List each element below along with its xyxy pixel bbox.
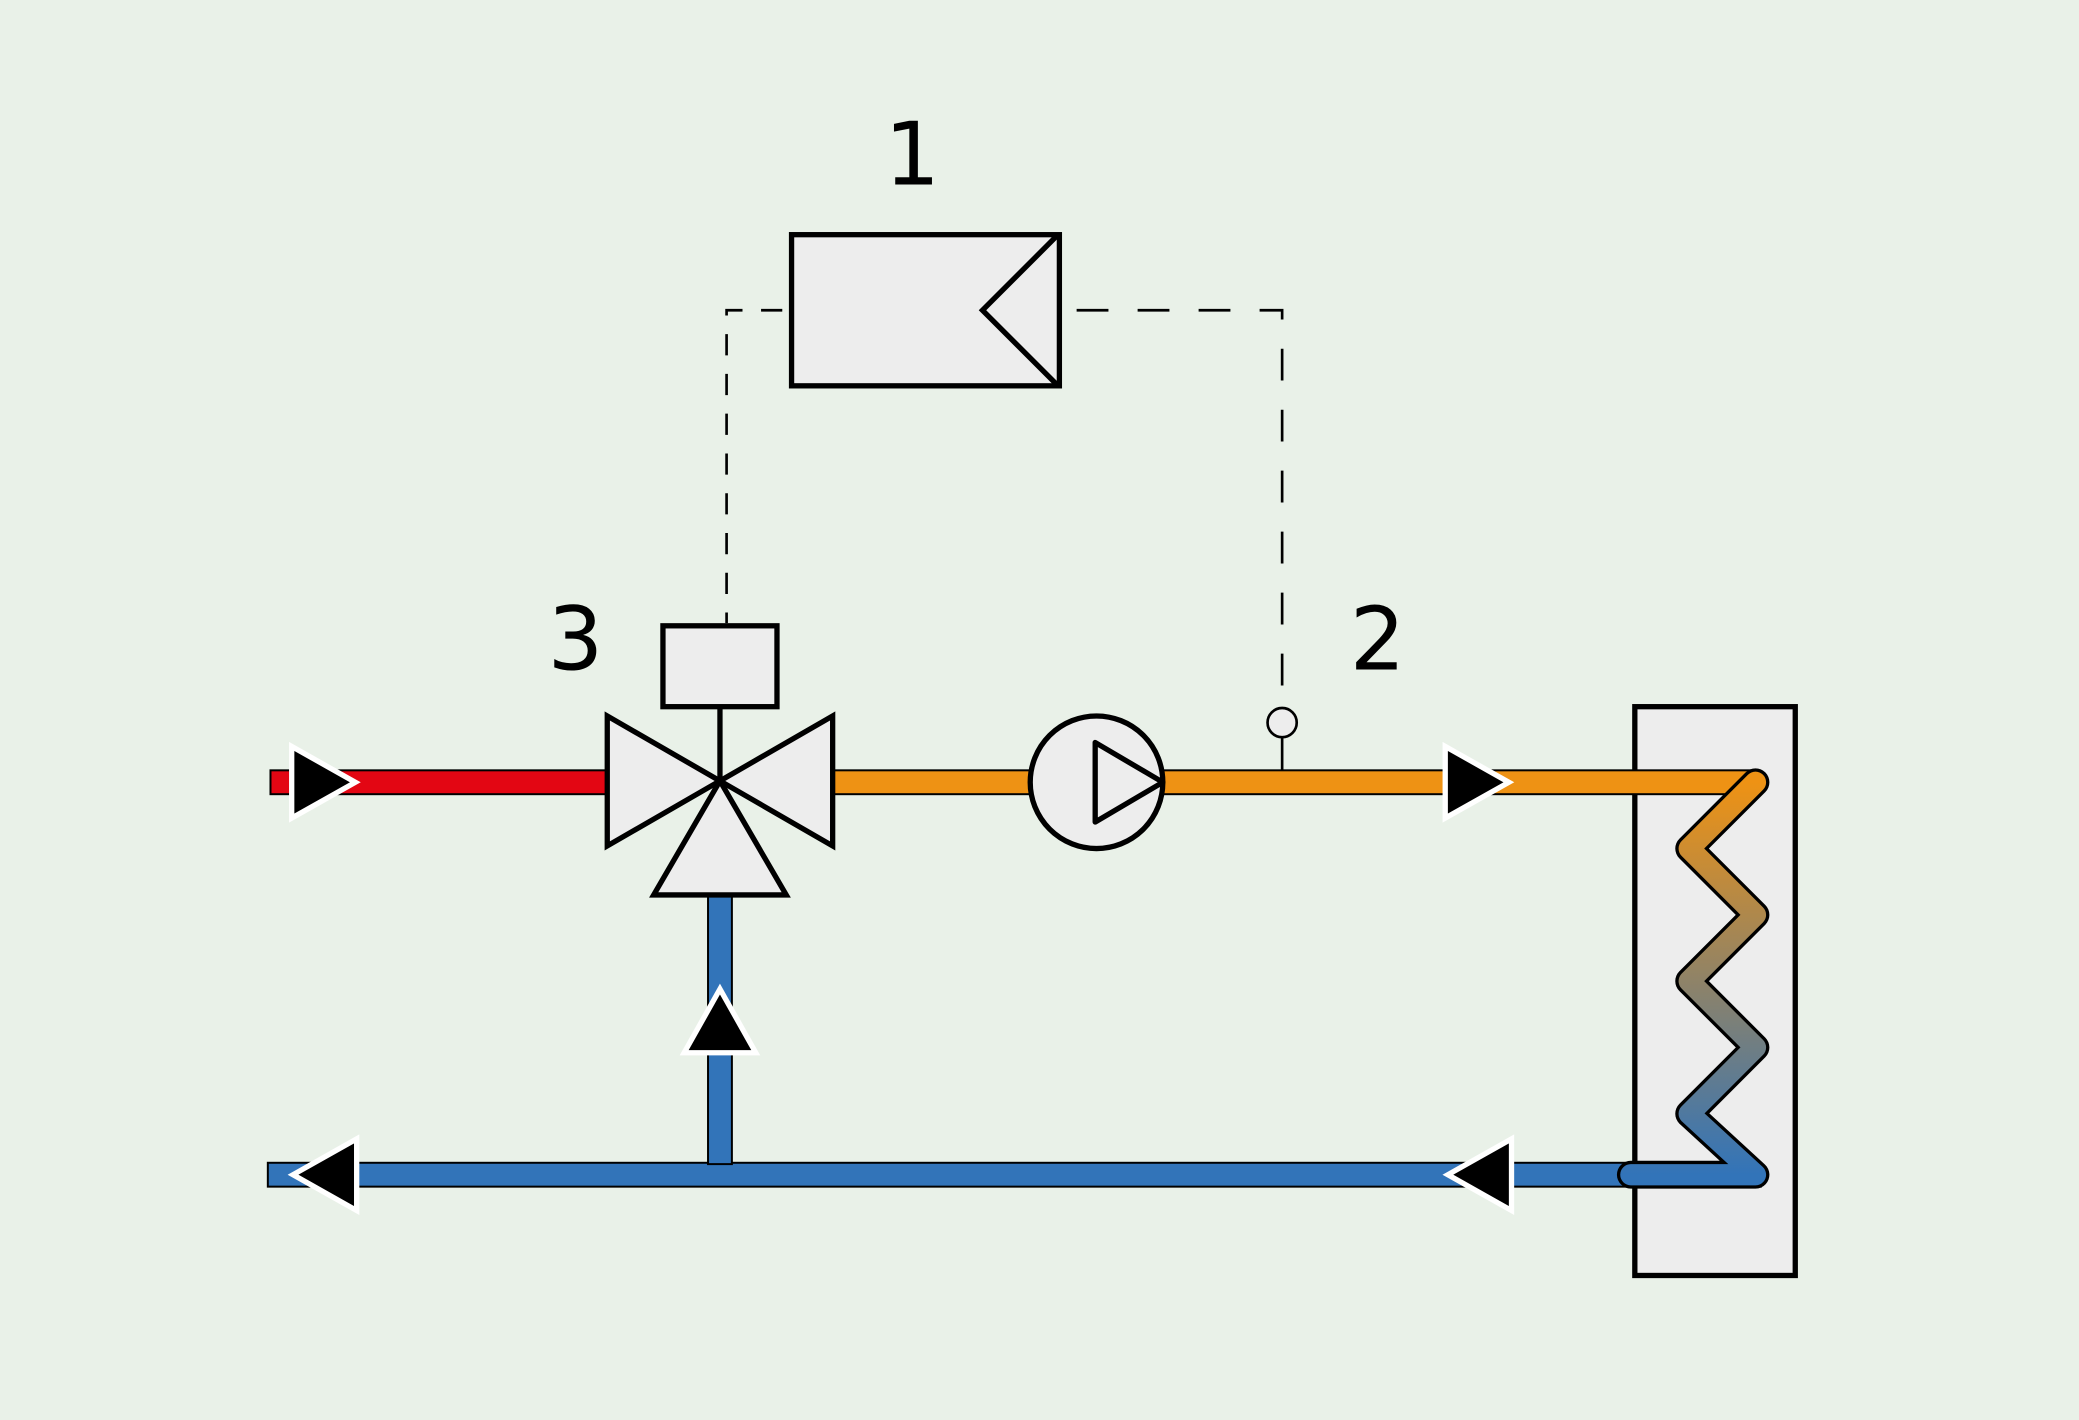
flow-arrow-return-inlet <box>1442 1134 1515 1216</box>
pump-impeller-triangle <box>1092 739 1166 825</box>
label-controller: 1 <box>884 103 940 205</box>
controller-box-icon <box>788 232 1063 389</box>
valve-port-bottom <box>649 775 791 898</box>
flow-arrow-hot-supply <box>289 741 361 823</box>
circulation-pump-icon <box>1027 713 1166 852</box>
three-way-valve-icon <box>604 711 836 898</box>
valve-actuator-icon <box>660 623 780 781</box>
heat-exchanger-coil <box>1620 771 1767 1186</box>
temperature-sensor-icon <box>1266 706 1299 771</box>
mixed-flow-pipe <box>829 769 1760 796</box>
valve-port-left <box>604 711 726 851</box>
flow-direction-arrow-icon <box>287 741 1515 1216</box>
actuator-box <box>660 623 780 710</box>
return-pipe-main <box>266 1161 1762 1188</box>
valve-port-right <box>714 711 836 851</box>
controller-box <box>788 232 1063 389</box>
label-sensor: 2 <box>1350 589 1406 691</box>
label-mixing-valve: 3 <box>548 589 604 691</box>
sensor-head <box>1266 706 1299 739</box>
control-signal-line-sensor <box>1076 308 1284 709</box>
control-signal-line-valve <box>725 308 783 624</box>
flow-arrow-bypass <box>679 983 761 1056</box>
flow-arrow-mixed-flow <box>1442 741 1515 823</box>
controller-symbol <box>978 232 1060 388</box>
flow-arrow-return-outlet <box>287 1134 360 1216</box>
